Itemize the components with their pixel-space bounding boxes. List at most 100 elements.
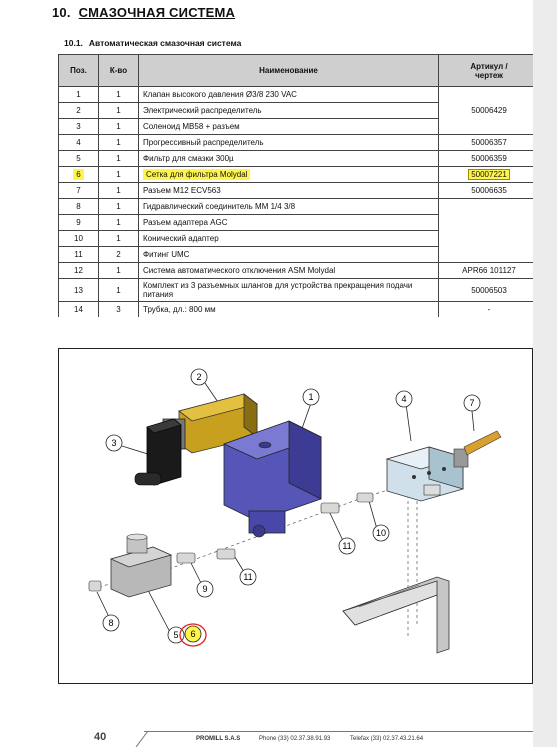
exploded-view-diagram: 1 2 3 4 5 6 7 8 9 10 11 11 bbox=[58, 348, 533, 684]
cell-name: Соленоид MB58 + разъем bbox=[138, 118, 439, 135]
cell-qty: 1 bbox=[98, 118, 139, 135]
table-row: 4 1 Прогрессивный распределитель 5000635… bbox=[58, 134, 540, 151]
page-footer: 40 PROMILL S.A.S Phone (33) 02.37.38.91.… bbox=[94, 731, 534, 747]
callout-5: 5 bbox=[167, 626, 185, 644]
cell-qty: 1 bbox=[98, 198, 139, 215]
cell-name: Сетка для фильтра Molydal bbox=[138, 166, 439, 183]
callout-11-upper: 11 bbox=[338, 537, 356, 555]
svg-text:10: 10 bbox=[376, 528, 386, 538]
page-number: 40 bbox=[94, 731, 107, 743]
table-row: 13 1 Комплект из 3 разъемных шлангов для… bbox=[58, 278, 540, 302]
table-row: 5 1 Фильтр для смазки 300µ 50006359 bbox=[58, 150, 540, 167]
svg-text:3: 3 bbox=[111, 438, 116, 448]
table-row: 14 3 Трубка, дл.: 800 мм - bbox=[58, 301, 540, 317]
fitting-9 bbox=[176, 552, 196, 564]
cell-qty: 1 bbox=[98, 278, 139, 302]
cell-pos: 8 bbox=[58, 198, 99, 215]
highlighted-article: 50007221 bbox=[468, 169, 510, 180]
callout-10: 10 bbox=[372, 524, 390, 542]
cell-qty: 1 bbox=[98, 86, 139, 103]
callout-7: 7 bbox=[463, 394, 481, 412]
valve-body-part bbox=[222, 420, 323, 538]
section-number: 10. bbox=[52, 5, 71, 20]
cell-qty: 2 bbox=[98, 246, 139, 263]
cell-article: 50006359 bbox=[438, 150, 540, 167]
cell-pos: 6 bbox=[58, 166, 99, 183]
cell-name: Фильтр для смазки 300µ bbox=[138, 150, 439, 167]
svg-text:6: 6 bbox=[190, 629, 195, 639]
mounting-bracket bbox=[342, 576, 450, 654]
cell-article: - bbox=[438, 301, 540, 317]
distributor-part bbox=[385, 446, 465, 502]
subsection-title: Автоматическая смазочная система bbox=[88, 38, 242, 48]
fittings bbox=[88, 492, 374, 592]
col-header-article-line2: чертеж bbox=[475, 70, 503, 80]
col-header-article-line1: Артикул / bbox=[470, 61, 508, 71]
cell-pos: 13 bbox=[58, 278, 99, 302]
col-header-qty: К-во bbox=[98, 54, 139, 87]
cell-name: Гидравлический соединитель MM 1/4 3/8 bbox=[138, 198, 439, 215]
callout-8: 8 bbox=[102, 614, 120, 632]
cell-qty: 1 bbox=[98, 214, 139, 231]
table-header-row: Поз. К-во Наименование Артикул /чертеж bbox=[58, 54, 540, 87]
cell-article: 50006635 bbox=[438, 182, 540, 199]
section-title: СМАЗОЧНАЯ СИСТЕМА bbox=[78, 5, 236, 20]
fitting-11-lower bbox=[216, 548, 236, 560]
table-row-highlighted: 6 1 Сетка для фильтра Molydal 50007221 bbox=[58, 166, 540, 183]
callout-2: 2 bbox=[190, 368, 208, 386]
callout-1: 1 bbox=[302, 388, 320, 406]
table-row: 12 1 Система автоматического отключения … bbox=[58, 262, 540, 279]
parts-table: Поз. К-во Наименование Артикул /чертеж 1… bbox=[58, 54, 540, 317]
cell-qty: 1 bbox=[98, 102, 139, 119]
cell-pos: 11 bbox=[58, 246, 99, 263]
cell-qty: 1 bbox=[98, 150, 139, 167]
table-row: 1 1 Клапан высокого давления Ø3/8 230 VA… bbox=[58, 86, 540, 135]
cell-name: Прогрессивный распределитель bbox=[138, 134, 439, 151]
coil-part bbox=[134, 418, 182, 486]
col-header-name: Наименование bbox=[138, 54, 439, 87]
table-row: 9 1 Разъем адаптера AGC bbox=[58, 214, 540, 231]
fitting-11-upper bbox=[320, 502, 340, 514]
filter-part bbox=[109, 533, 173, 598]
cell-pos: 10 bbox=[58, 230, 99, 247]
cell-article-empty bbox=[438, 198, 540, 263]
cell-pos: 9 bbox=[58, 214, 99, 231]
highlighted-name: Сетка для фильтра Molydal bbox=[143, 169, 251, 180]
footer-rule bbox=[144, 731, 534, 732]
cell-qty: 1 bbox=[98, 262, 139, 279]
svg-text:4: 4 bbox=[401, 394, 406, 404]
svg-text:5: 5 bbox=[173, 630, 178, 640]
cell-qty: 3 bbox=[98, 301, 139, 317]
document-page: 10. СМАЗОЧНАЯ СИСТЕМА 10.1. Автоматическая… bbox=[0, 0, 540, 747]
svg-text:11: 11 bbox=[342, 541, 351, 551]
cell-name: Разъем M12 ECV563 bbox=[138, 182, 439, 199]
callout-11-lower: 11 bbox=[239, 568, 257, 586]
subsection-number: 10.1. bbox=[64, 38, 83, 48]
cell-name: Разъем адаптера AGC bbox=[138, 214, 439, 231]
cell-name: Конический адаптер bbox=[138, 230, 439, 247]
svg-text:7: 7 bbox=[469, 398, 474, 408]
viewer-gutter bbox=[533, 0, 557, 747]
cell-name: Электрический распределитель bbox=[138, 102, 439, 119]
cell-name: Фитинг UMC bbox=[138, 246, 439, 263]
table-row: 2 1 Электрический распределитель bbox=[58, 102, 540, 119]
footer-fax: Telefax (33) 02.37.43.21.64 bbox=[350, 736, 424, 742]
cell-pos: 14 bbox=[58, 301, 99, 317]
cell-pos: 2 bbox=[58, 102, 99, 119]
cell-qty: 1 bbox=[98, 182, 139, 199]
callout-4: 4 bbox=[395, 390, 413, 408]
cell-qty: 1 bbox=[98, 134, 139, 151]
callout-6-highlighted: 6 bbox=[179, 623, 207, 647]
callouts: 1 2 3 4 5 6 7 8 9 10 11 11 bbox=[102, 368, 481, 647]
cell-pos: 1 bbox=[58, 86, 99, 103]
subsection-heading: 10.1. Автоматическая смазочная система bbox=[64, 38, 241, 48]
table-row: 7 1 Разъем M12 ECV563 50006635 bbox=[58, 182, 540, 199]
cell-qty: 1 bbox=[98, 166, 139, 183]
cell-article: 50006429 bbox=[438, 86, 540, 135]
cell-pos: 5 bbox=[58, 150, 99, 167]
col-header-pos: Поз. bbox=[58, 54, 99, 87]
diagram-svg: 1 2 3 4 5 6 7 8 9 10 11 11 bbox=[88, 368, 502, 654]
svg-text:9: 9 bbox=[202, 584, 207, 594]
cell-pos: 12 bbox=[58, 262, 99, 279]
col-header-article: Артикул /чертеж bbox=[438, 54, 540, 87]
